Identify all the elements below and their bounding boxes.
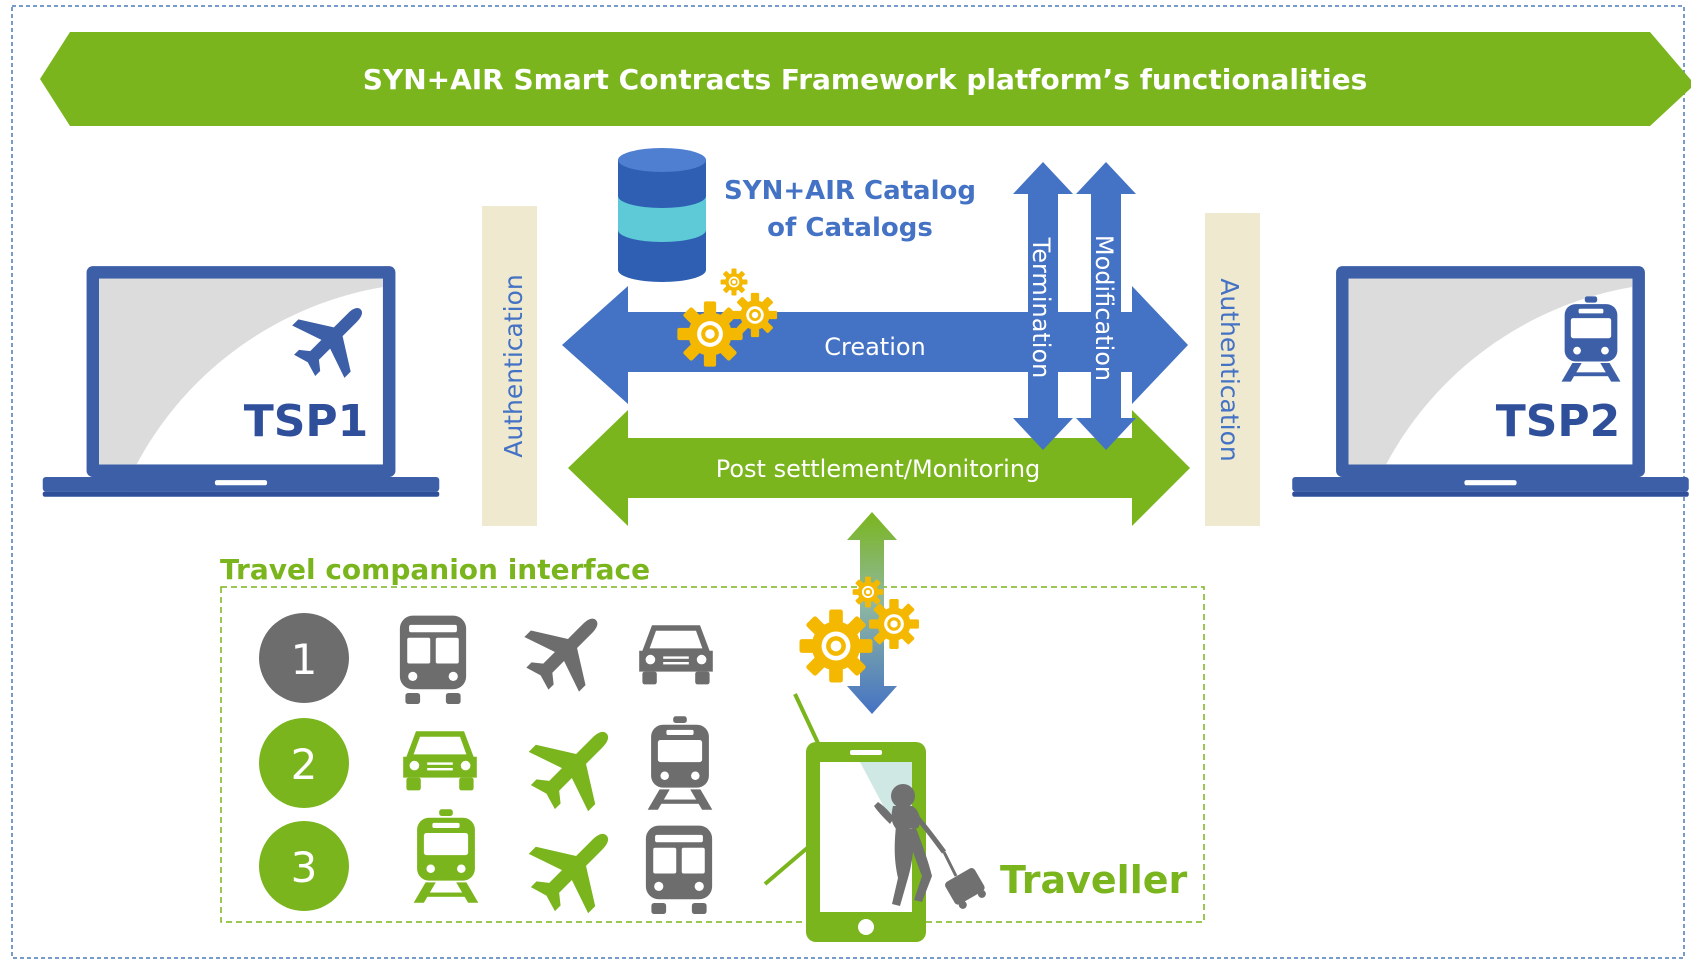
- termination-arrow: [1013, 162, 1073, 450]
- auth-bar-left: [482, 206, 537, 526]
- auth-label-right: Authentication: [1215, 278, 1244, 462]
- row-number-badge: [259, 821, 349, 911]
- bus-icon: [399, 615, 467, 704]
- row-2: 2: [259, 716, 713, 816]
- bus-icon: [645, 825, 713, 914]
- row-3: 3: [259, 809, 713, 918]
- auth-label-left: Authentication: [499, 274, 528, 458]
- tsp1-label: TSP1: [244, 396, 369, 447]
- banner-arrow: [40, 32, 1691, 126]
- row-number-badge: [259, 718, 349, 808]
- modification-label: Modification: [1090, 235, 1118, 381]
- companion-box: [220, 586, 1205, 923]
- phone-connector-arrow: [847, 512, 897, 714]
- creation-label: Creation: [824, 333, 926, 361]
- car-icon: [403, 731, 477, 791]
- termination-label: Termination: [1027, 237, 1055, 379]
- traveller-label: Traveller: [1000, 858, 1187, 902]
- traveller-figure: [874, 784, 986, 909]
- car-icon: [639, 625, 713, 685]
- post-settlement-label: Post settlement/Monitoring: [716, 455, 1041, 483]
- catalog-title-line1: SYN+AIR Catalog: [724, 176, 976, 206]
- banner-title: SYN+AIR Smart Contracts Framework platfo…: [363, 63, 1368, 96]
- train-icon: [413, 809, 479, 903]
- airplane-icon: [524, 716, 624, 816]
- auth-bar-right: [1205, 213, 1260, 526]
- row-number: 3: [291, 843, 318, 892]
- tsp2-laptop: TSP2: [1292, 266, 1689, 497]
- train-icon: [647, 716, 713, 810]
- airplane-icon: [524, 818, 624, 918]
- airplane-icon: [520, 604, 612, 696]
- row-1: 1: [259, 604, 713, 704]
- modification-arrow: [1076, 162, 1136, 450]
- tsp1-laptop: TSP1: [42, 266, 440, 497]
- catalog-title-line2: of Catalogs: [767, 213, 933, 243]
- row-number: 1: [291, 635, 318, 684]
- row-number: 2: [291, 740, 318, 789]
- companion-title: Travel companion interface: [220, 553, 650, 586]
- database-icon: [618, 148, 706, 282]
- gears-icon: [799, 576, 919, 683]
- tsp2-label: TSP2: [1496, 396, 1621, 447]
- outer-frame: [11, 5, 1685, 959]
- row-number-badge: [259, 613, 349, 703]
